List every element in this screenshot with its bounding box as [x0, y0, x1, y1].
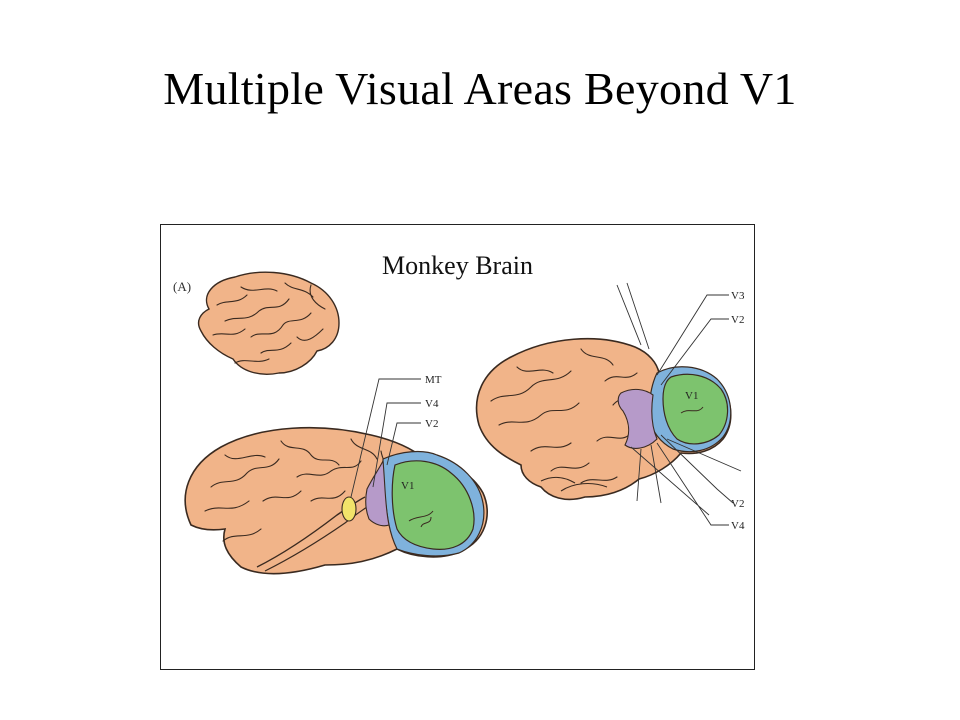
v2-top-label: V2 — [731, 314, 744, 326]
small-brain-sulci — [212, 282, 326, 364]
figure-caption: Monkey Brain — [382, 251, 533, 280]
mt-leader-line — [350, 378, 421, 498]
lateral-sylvian-fissure — [256, 496, 366, 568]
v4-label: V4 — [425, 398, 439, 410]
posterior-area-v4 — [617, 388, 658, 449]
lateral-v1-label: V1 — [401, 480, 414, 492]
small-brain-cortex — [197, 271, 340, 375]
v4-posterior-label: V4 — [731, 520, 745, 532]
v2-leader-line — [386, 422, 421, 466]
v3-leader-line — [616, 282, 729, 376]
posterior-area-v1 — [662, 373, 729, 445]
lateral-area-v4 — [365, 459, 390, 527]
v2-bottom-label: V2 — [731, 498, 744, 510]
v2-bottom-leader-line — [636, 434, 742, 504]
v2-top-leader-line — [660, 318, 729, 386]
figure-frame: Monkey Brain (A) V1 — [160, 224, 755, 670]
v2-label: V2 — [425, 418, 438, 430]
posterior-brain: V1 V3 V2 V2 V4 — [475, 282, 745, 532]
mt-label: MT — [425, 374, 442, 386]
posterior-v1-label: V1 — [685, 390, 698, 402]
v4-leader-line-posterior — [630, 442, 729, 526]
lateral-sts — [264, 506, 368, 572]
lateral-area-v1 — [391, 460, 475, 550]
lateral-brain: V1 MT V4 V2 — [184, 374, 488, 575]
brain-illustration: V1 MT V4 V2 V1 — [184, 271, 745, 575]
lateral-v1-sulcus — [408, 510, 434, 528]
panel-label: (A) — [173, 279, 192, 294]
slide-title: Multiple Visual Areas Beyond V1 — [163, 63, 797, 114]
posterior-v1-sulcus — [680, 406, 704, 414]
posterior-inferior-sulci — [540, 476, 608, 492]
v4-leader-line — [372, 402, 421, 488]
v3-label: V3 — [731, 290, 745, 302]
small-brain — [197, 271, 340, 375]
lateral-area-mt — [341, 496, 357, 522]
